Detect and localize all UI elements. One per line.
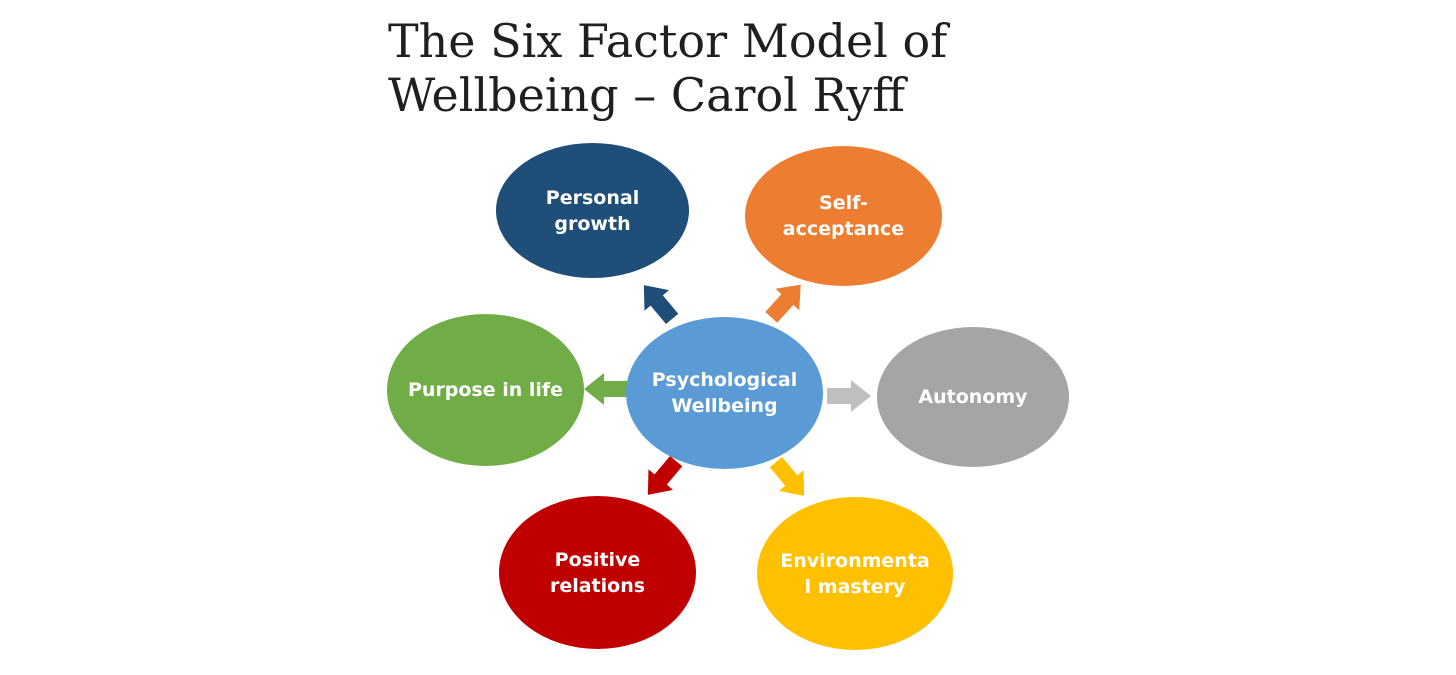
- center-label: Psychological Wellbeing: [651, 369, 798, 417]
- arrow-positive-relations: [647, 456, 683, 495]
- arrow-personal-growth: [643, 285, 679, 324]
- factor-positive-relations-label: Positive relations: [549, 548, 646, 597]
- factor-self-acceptance: Self- acceptance: [745, 146, 942, 286]
- factor-self-acceptance-label: Self- acceptance: [782, 192, 905, 240]
- factor-personal-growth-label: Personal growth: [545, 186, 640, 235]
- factor-positive-relations: Positive relations: [499, 496, 696, 649]
- arrow-self-acceptance: [765, 284, 801, 323]
- title-line-1: The Six Factor Model of: [388, 14, 948, 68]
- factor-personal-growth: Personal growth: [496, 143, 689, 278]
- factor-purpose-in-life: Purpose in life: [387, 314, 584, 466]
- factor-autonomy-label: Autonomy: [918, 386, 1028, 408]
- arrow-autonomy: [827, 380, 871, 412]
- arrow-purpose-in-life: [584, 373, 628, 405]
- factor-purpose-in-life-label: Purpose in life: [407, 379, 564, 401]
- factor-autonomy: Autonomy: [877, 327, 1069, 467]
- page-title: The Six Factor Model of Wellbeing – Caro…: [388, 14, 1088, 122]
- center-psychological-wellbeing: Psychological Wellbeing: [626, 317, 823, 469]
- title-line-2: Wellbeing – Carol Ryff: [388, 68, 906, 122]
- factor-environmental-mastery: Environmenta l mastery: [757, 497, 953, 650]
- arrow-environmental-mastery: [769, 457, 805, 496]
- factor-environmental-mastery-label: Environmenta l mastery: [780, 549, 930, 598]
